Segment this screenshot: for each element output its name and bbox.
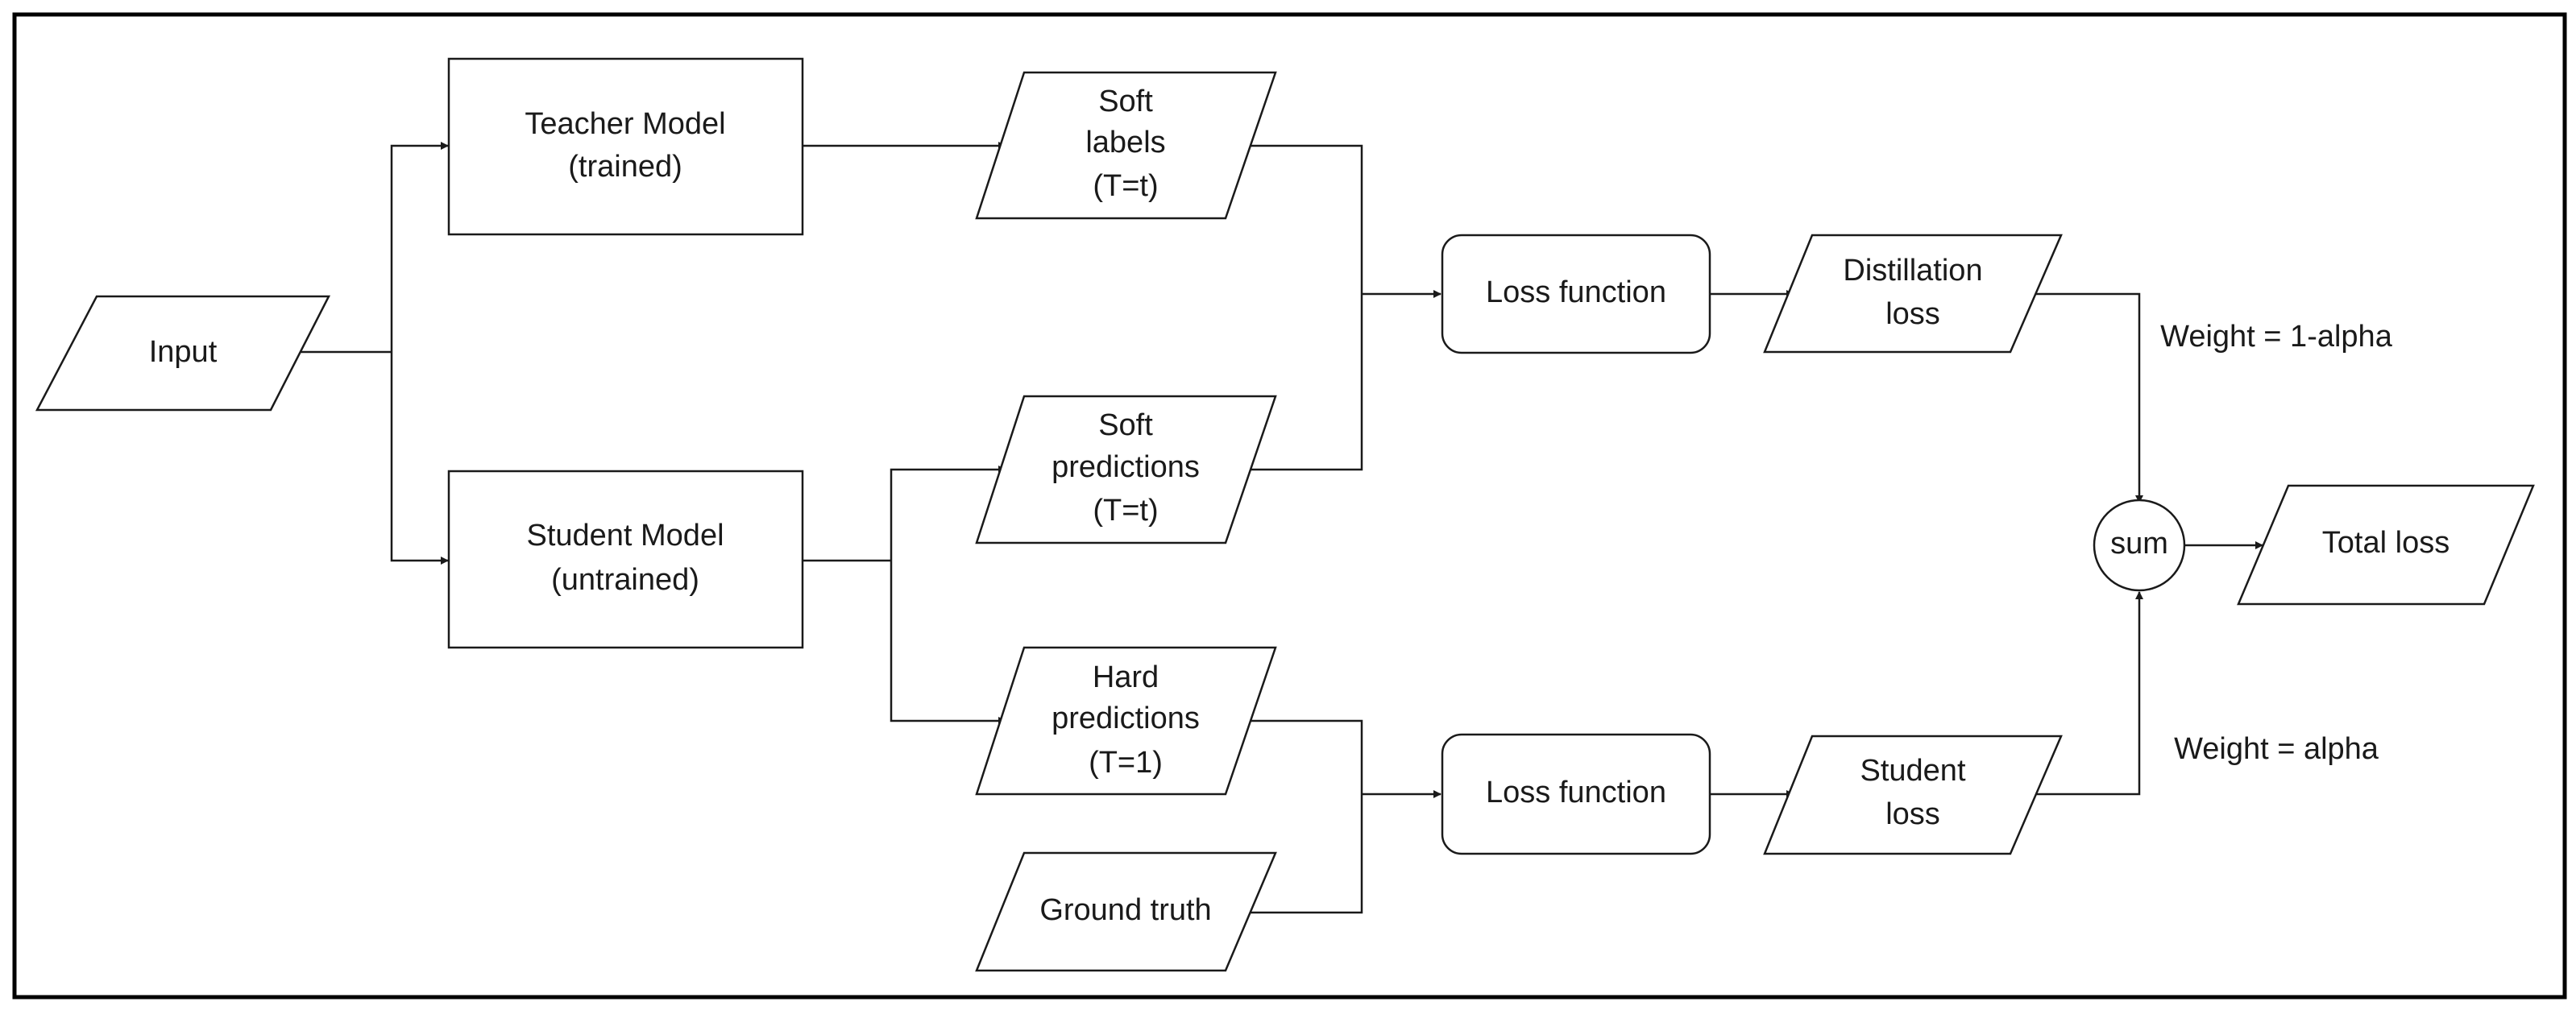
node-sum-label: sum (2110, 527, 2168, 561)
diagram-frame (12, 12, 2567, 1000)
node-soft-predictions-line3: (T=t) (1093, 494, 1158, 528)
node-distillation-loss-line2: loss (1885, 297, 1940, 331)
node-loss-function-top-label: Loss function (1486, 275, 1666, 309)
node-teacher-model-line1: Teacher Model (525, 107, 725, 141)
node-soft-predictions-line2: predictions (1052, 450, 1200, 484)
node-soft-labels-line2: labels (1085, 126, 1165, 159)
edge-student-to-hard-predictions (890, 561, 1006, 725)
node-teacher-model-line2: (trained) (568, 150, 682, 184)
edge-student-loss-to-sum (2032, 591, 2143, 796)
node-soft-labels: Soft labels (T=t) (975, 71, 1277, 220)
node-teacher-model: Teacher Model (trained) (447, 57, 804, 236)
node-distillation-loss-line1: Distillation (1843, 254, 1982, 288)
node-soft-predictions-line1: Soft (1098, 408, 1153, 442)
node-input-label: Input (149, 335, 218, 369)
edge-hard-predictions-to-loss-bottom (1245, 719, 1363, 914)
node-input: Input (35, 295, 331, 412)
node-ground-truth-label: Ground truth (1039, 893, 1211, 927)
node-total-loss-label: Total loss (2322, 526, 2449, 560)
node-student-loss-line1: Student (1860, 754, 1966, 788)
node-student-loss: Student loss (1763, 735, 2063, 855)
node-hard-predictions-line3: (T=1) (1089, 746, 1163, 780)
edge-distillation-loss-to-sum (2032, 292, 2143, 503)
edge-input-to-student (390, 352, 449, 565)
node-hard-predictions: Hard predictions (T=1) (975, 646, 1277, 796)
edge-input-to-teacher (390, 142, 449, 352)
node-ground-truth: Ground truth (975, 851, 1277, 972)
annotation-weight-top: Weight = 1-alpha (2160, 320, 2393, 354)
node-hard-predictions-line2: predictions (1052, 702, 1200, 735)
edge-student-to-soft-predictions (890, 466, 1006, 561)
node-student-model-line2: (untrained) (551, 563, 699, 597)
node-total-loss: Total loss (2237, 484, 2535, 606)
node-hard-predictions-line1: Hard (1093, 660, 1159, 694)
node-loss-function-bottom: Loss function (1441, 733, 1711, 855)
node-student-model: Student Model (untrained) (447, 470, 804, 649)
node-loss-function-bottom-label: Loss function (1486, 776, 1666, 809)
edge-soft-labels-to-loss-top (1245, 144, 1363, 471)
node-student-loss-line2: loss (1885, 797, 1940, 831)
node-loss-function-top: Loss function (1441, 234, 1711, 354)
node-soft-labels-line1: Soft (1098, 85, 1153, 118)
annotation-weight-bottom: Weight = alpha (2174, 732, 2379, 766)
node-soft-labels-line3: (T=t) (1093, 169, 1158, 203)
node-soft-predictions: Soft predictions (T=t) (975, 395, 1277, 544)
node-sum: sum (2093, 499, 2186, 592)
node-student-model-line1: Student Model (526, 519, 724, 553)
node-distillation-loss: Distillation loss (1763, 234, 2063, 354)
